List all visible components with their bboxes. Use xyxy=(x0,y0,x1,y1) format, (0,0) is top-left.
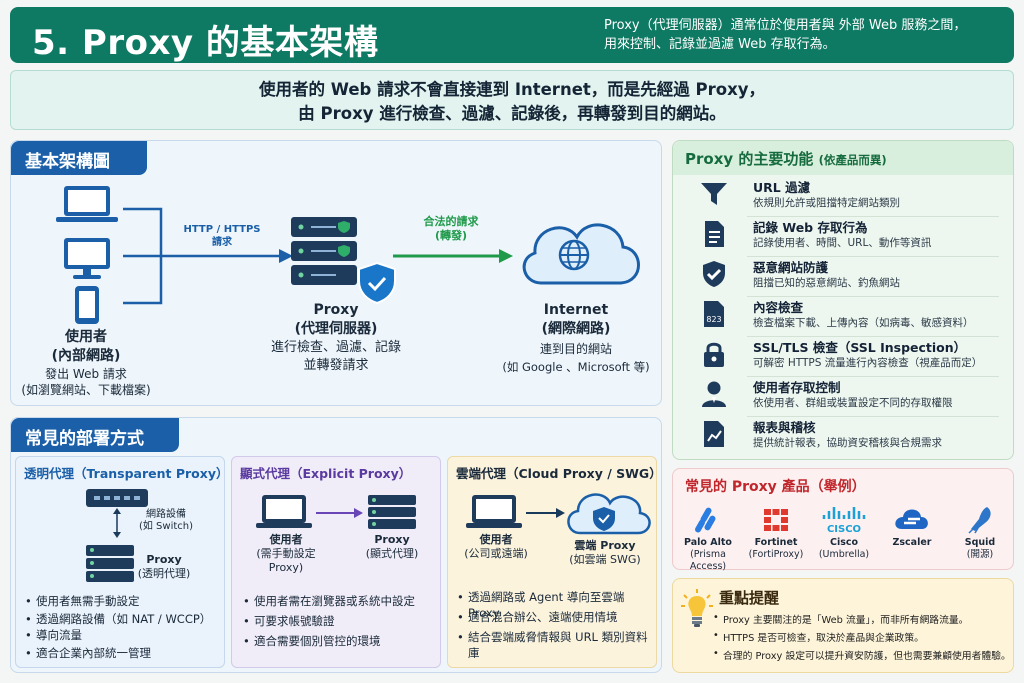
product-cisco: CISCO Cisco (Umbrella) xyxy=(809,505,879,561)
shield-check-icon xyxy=(358,261,396,305)
monitor-icon xyxy=(64,238,110,279)
transparent-proxy-title: 透明代理（Transparent Proxy） xyxy=(24,466,229,481)
cloud-globe-icon xyxy=(522,223,640,285)
svg-text:CISCO: CISCO xyxy=(827,524,861,535)
fortinet-logo-icon xyxy=(764,509,788,531)
connector-lines xyxy=(123,207,279,305)
filter-icon xyxy=(701,183,727,205)
report-icon xyxy=(704,421,724,447)
transparent-diagram xyxy=(86,489,148,582)
features-panel: Proxy 的主要功能 (依產品而異) URL 過濾 依規則允許或阻擋特定網站類… xyxy=(672,140,1014,460)
explicit-proxy-card: 顯式代理（Explicit Proxy） 使用者 (需手動設定 Proxy) P… xyxy=(231,456,441,668)
architecture-panel: 基本架構圖 xyxy=(10,140,662,406)
feature-item: 使用者存取控制 依使用者、群組或裝置設定不同的存取權限 xyxy=(673,377,1013,417)
deployment-tab: 常見的部署方式 xyxy=(11,418,179,452)
cloud-diagram xyxy=(466,493,651,535)
cloud-proxy-title: 雲端代理（Cloud Proxy / SWG） xyxy=(456,466,662,481)
arrow-forward-label: 合法的請求 (轉發) xyxy=(423,215,479,242)
cloud-proxy-card: 雲端代理（Cloud Proxy / SWG） 使用者 (公司或遠端) 雲端 P… xyxy=(447,456,662,668)
user-label: 使用者 (內部網路) 發出 Web 請求 (如瀏覽網站、下載檔案) xyxy=(21,329,151,397)
tips-title: 重點提醒 xyxy=(719,589,780,607)
feature-item: 823 內容檢查 檢查檔案下載、上傳內容（如病毒、敏感資料） xyxy=(673,297,1013,337)
file-inspect-icon: 823 xyxy=(704,301,724,327)
products-title: 常見的 Proxy 產品（舉例） xyxy=(685,479,866,495)
deployment-panel: 常見的部署方式 透明代理（Transparent Proxy） 網路設備 (如 … xyxy=(10,417,662,673)
architecture-diagram xyxy=(56,186,640,324)
intro-banner: 使用者的 Web 請求不會直接連到 Internet，而是先經過 Proxy， … xyxy=(10,70,1014,130)
shield-check-icon xyxy=(703,261,725,287)
laptop-icon xyxy=(256,495,312,528)
products-panel: 常見的 Proxy 產品（舉例） Palo Alto (Prisma Acces… xyxy=(672,468,1015,573)
page-header: 5. Proxy 的基本架構 Proxy（代理伺服器）通常位於使用者與 外部 W… xyxy=(10,7,1014,63)
server-icon xyxy=(368,495,416,529)
feature-item: 報表與稽核 提供統計報表，協助資安稽核與合規需求 xyxy=(673,417,1013,457)
palo-alto-logo-icon xyxy=(695,507,716,533)
internet-label: Internet (網際網路) 連到目的網站 (如 Google 、Micros… xyxy=(502,302,650,374)
feature-item: 惡意網站防護 阻擋已知的惡意網站、釣魚網站 xyxy=(673,257,1013,297)
lightbulb-icon xyxy=(681,589,713,627)
cloud-shield-icon xyxy=(567,493,651,535)
switch-icon xyxy=(86,489,148,507)
page-subtitle: Proxy（代理伺服器）通常位於使用者與 外部 Web 服務之間， 用來控制、記… xyxy=(604,18,967,52)
server-icon xyxy=(86,545,134,582)
architecture-tab: 基本架構圖 xyxy=(11,141,147,175)
squid-logo-icon xyxy=(968,507,991,534)
cisco-logo-icon: CISCO xyxy=(822,507,866,535)
page-title: 5. Proxy 的基本架構 xyxy=(32,23,379,63)
phone-icon xyxy=(75,286,99,324)
transparent-proxy-card: 透明代理（Transparent Proxy） 網路設備 (如 Switch) … xyxy=(15,456,229,668)
zscaler-logo-icon xyxy=(895,509,928,529)
explicit-proxy-title: 顯式代理（Explicit Proxy） xyxy=(240,466,412,481)
proxy-label: Proxy (代理伺服器) 進行檢查、過濾、記錄 並轉發請求 xyxy=(270,302,401,373)
features-title: Proxy 的主要功能 (依產品而異) xyxy=(673,141,1013,175)
lock-icon xyxy=(704,342,724,367)
explicit-diagram xyxy=(256,495,416,529)
laptop-icon xyxy=(466,495,522,528)
svg-text:823: 823 xyxy=(706,315,721,324)
desktop-icon xyxy=(56,186,118,222)
feature-item: URL 過濾 依規則允許或阻擋特定網站類別 xyxy=(673,177,1013,217)
feature-item: 記錄 Web 存取行為 記錄使用者、時間、URL、動作等資訊 xyxy=(673,217,1013,257)
document-icon xyxy=(705,221,724,247)
product-zscaler: Zscaler xyxy=(877,505,947,549)
product-fortinet: Fortinet (FortiProxy) xyxy=(741,505,811,561)
product-palo-alto: Palo Alto (Prisma Access) xyxy=(673,505,743,573)
feature-item: SSL/TLS 檢查（SSL Inspection） 可解密 HTTPS 流量進… xyxy=(673,337,1013,377)
arrow-request-label: HTTP / HTTPS 請求 xyxy=(183,224,261,248)
product-squid: Squid (開源) xyxy=(945,505,1015,561)
tips-panel: 重點提醒 Proxy 主要關注的是「Web 流量」，而非所有網路流量。 HTTP… xyxy=(672,578,1014,673)
proxy-server-icon xyxy=(291,217,357,285)
arrow-to-proxy xyxy=(279,249,293,263)
user-icon xyxy=(702,381,726,407)
